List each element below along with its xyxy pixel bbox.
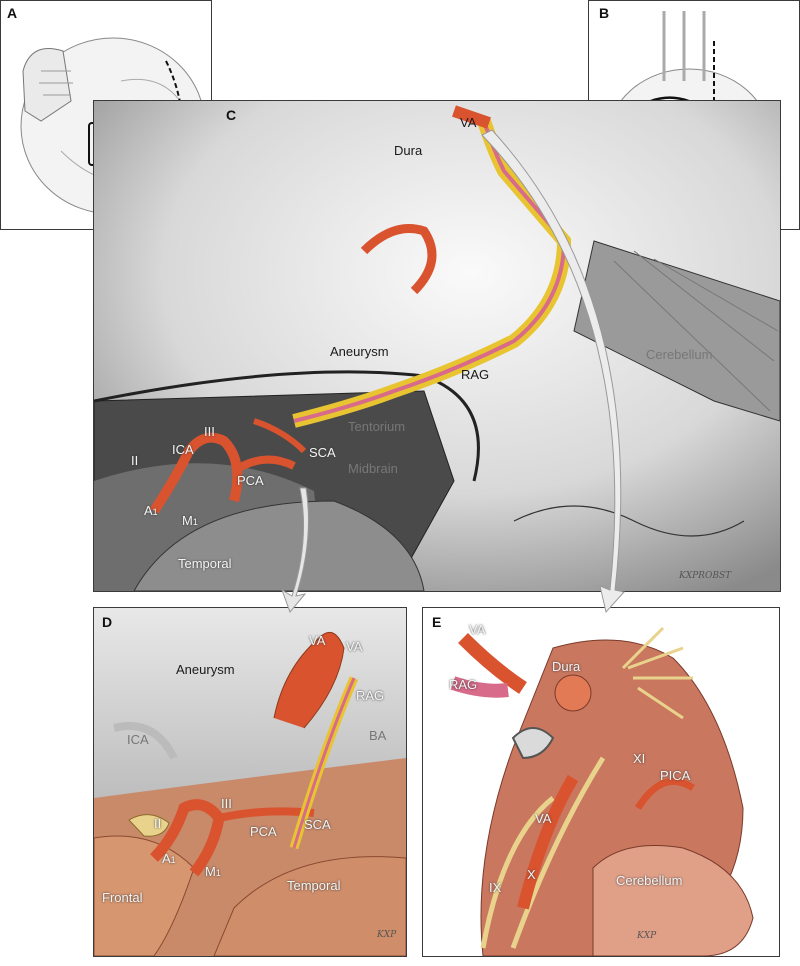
label-pica: PICA bbox=[660, 768, 691, 783]
label-m1-sub: 1 bbox=[215, 868, 221, 878]
label-xi: XI bbox=[633, 751, 646, 766]
label-dura: Dura bbox=[394, 143, 423, 158]
signature-d: KXP bbox=[377, 930, 397, 940]
label-midbrain: Midbrain bbox=[348, 461, 398, 476]
label-frontal: Frontal bbox=[102, 890, 143, 905]
label-m1-sub: 1 bbox=[192, 517, 198, 527]
label-a1-sub: 1 bbox=[170, 855, 176, 865]
label-va-mid: VA bbox=[535, 811, 552, 826]
label-rag: RAG bbox=[356, 688, 385, 703]
label-va: VA bbox=[460, 115, 477, 130]
arrow-to-panel-d bbox=[281, 487, 309, 613]
label-ii: II bbox=[154, 816, 162, 831]
panel-e: E VA RAG Dura XI PICA VA IX X Cerebellum… bbox=[422, 607, 780, 957]
label-temporal: Temporal bbox=[178, 556, 232, 571]
arrow-to-panel-e bbox=[481, 129, 625, 614]
label-cerebellum: Cerebellum bbox=[616, 873, 683, 888]
label-sca: SCA bbox=[309, 445, 336, 460]
label-aneurysm: Aneurysm bbox=[176, 662, 235, 677]
label-m1: M1 bbox=[205, 864, 221, 879]
posterior-fossa-illustration bbox=[423, 608, 779, 956]
panel-c: C VA Dura Aneurysm RAG Cerebellum Tentor… bbox=[93, 100, 781, 592]
panel-d: D VA VA Aneurysm RAG ICA BA III SCA II P… bbox=[93, 607, 407, 957]
label-temporal: Temporal bbox=[287, 878, 341, 893]
label-cerebellum: Cerebellum bbox=[646, 347, 713, 362]
panel-d-letter: D bbox=[102, 614, 113, 630]
label-aneurysm: Aneurysm bbox=[330, 344, 389, 359]
label-a1: A1 bbox=[162, 851, 176, 866]
label-va-left: VA bbox=[309, 633, 326, 648]
label-iii: III bbox=[221, 796, 232, 811]
label-a1-main: A bbox=[162, 851, 171, 866]
label-iii: III bbox=[204, 424, 215, 439]
label-ica: ICA bbox=[172, 442, 194, 457]
label-ba: BA bbox=[369, 728, 387, 743]
label-x: X bbox=[527, 867, 536, 882]
aneurysm-detail-illustration bbox=[94, 608, 406, 956]
label-ica: ICA bbox=[127, 732, 149, 747]
label-va-right: VA bbox=[346, 639, 363, 654]
panel-c-letter: C bbox=[226, 107, 237, 123]
label-a1-sub: 1 bbox=[152, 507, 158, 517]
panel-e-letter: E bbox=[432, 614, 442, 630]
label-pca: PCA bbox=[237, 473, 264, 488]
label-pca: PCA bbox=[250, 824, 277, 839]
label-m1-main: M bbox=[205, 864, 216, 879]
label-ii: II bbox=[131, 453, 139, 468]
label-m1-main: M bbox=[182, 513, 193, 528]
panel-a-letter: A bbox=[7, 5, 18, 21]
label-tentorium: Tentorium bbox=[348, 419, 406, 434]
label-dura: Dura bbox=[552, 659, 581, 674]
label-rag: RAG bbox=[461, 367, 490, 382]
label-a1-main: A bbox=[144, 503, 153, 518]
label-a1: A1 bbox=[144, 503, 158, 518]
label-m1: M1 bbox=[182, 513, 198, 528]
surgical-view-illustration bbox=[94, 101, 780, 591]
label-rag: RAG bbox=[449, 677, 478, 692]
label-sca: SCA bbox=[304, 817, 331, 832]
panel-b-letter: B bbox=[599, 5, 610, 21]
label-ix: IX bbox=[489, 880, 502, 895]
signature-c: KXPROBST bbox=[679, 571, 732, 581]
signature-e: KXP bbox=[637, 931, 657, 941]
label-va-top: VA bbox=[469, 622, 486, 637]
